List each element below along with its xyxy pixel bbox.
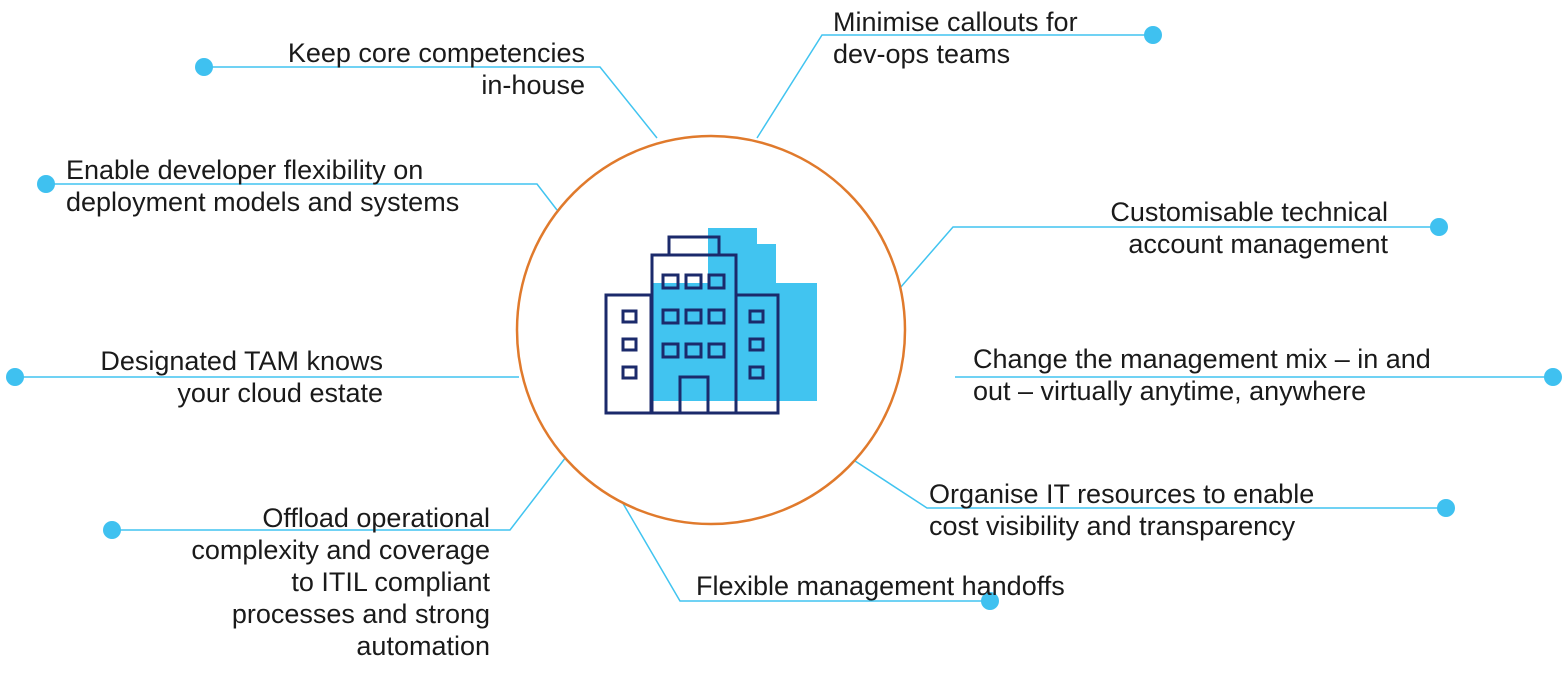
connector-flexible-handoffs xyxy=(620,499,990,602)
label-line: Change the management mix – in and xyxy=(973,344,1431,374)
endpoint-dot xyxy=(6,368,24,386)
connector-organise-it xyxy=(851,458,1446,509)
label-line: account management xyxy=(1128,229,1388,259)
label-line: deployment models and systems xyxy=(66,187,460,217)
label-customisable-tam: Customisable technical account managemen… xyxy=(1110,196,1388,260)
endpoint-dot xyxy=(103,521,121,539)
label-offload: Offload operational complexity and cover… xyxy=(191,502,490,662)
label-flexible-handoffs: Flexible management handoffs xyxy=(696,570,1065,602)
label-line: Customisable technical xyxy=(1110,197,1388,227)
label-organise-it: Organise IT resources to enable cost vis… xyxy=(929,478,1314,542)
label-line: your cloud estate xyxy=(177,378,383,408)
connector-keep-core xyxy=(204,66,658,139)
endpoint-dot xyxy=(195,58,213,76)
label-line: Keep core competencies xyxy=(287,38,585,68)
connector-enable-dev xyxy=(46,183,558,211)
endpoint-dot xyxy=(1430,218,1448,236)
label-line: Offload operational xyxy=(262,503,490,533)
label-change-mix: Change the management mix – in and out –… xyxy=(973,343,1431,407)
label-designated-tam: Designated TAM knows your cloud estate xyxy=(100,345,383,409)
label-line: Enable developer flexibility on xyxy=(66,155,424,185)
label-line: Flexible management handoffs xyxy=(696,571,1065,601)
label-line: Designated TAM knows xyxy=(100,346,383,376)
label-line: Organise IT resources to enable xyxy=(929,479,1315,509)
label-line: complexity and coverage xyxy=(191,535,490,565)
endpoint-dot xyxy=(1437,499,1455,517)
label-line: processes and strong xyxy=(231,599,490,629)
label-keep-core: Keep core competencies in-house xyxy=(288,37,585,101)
endpoint-dot xyxy=(1144,26,1162,44)
label-line: in-house xyxy=(481,70,585,100)
label-line: automation xyxy=(356,631,490,661)
connector-customisable-tam xyxy=(899,226,1439,289)
label-enable-dev: Enable developer flexibility on deployme… xyxy=(66,154,459,218)
office-building-icon xyxy=(604,228,817,415)
label-line: out – virtually anytime, anywhere xyxy=(973,376,1367,406)
label-line: to ITIL compliant xyxy=(291,567,490,597)
endpoint-dot xyxy=(37,175,55,193)
endpoint-dot xyxy=(1544,368,1562,386)
label-line: dev-ops teams xyxy=(833,39,1011,69)
connector-offload xyxy=(112,456,567,531)
label-minimise-callouts: Minimise callouts for dev-ops teams xyxy=(833,6,1078,70)
connector-minimise-callouts xyxy=(756,34,1153,139)
endpoint-dot xyxy=(981,592,999,610)
label-line: cost visibility and transparency xyxy=(929,511,1296,541)
label-line: Minimise callouts for xyxy=(833,7,1078,37)
